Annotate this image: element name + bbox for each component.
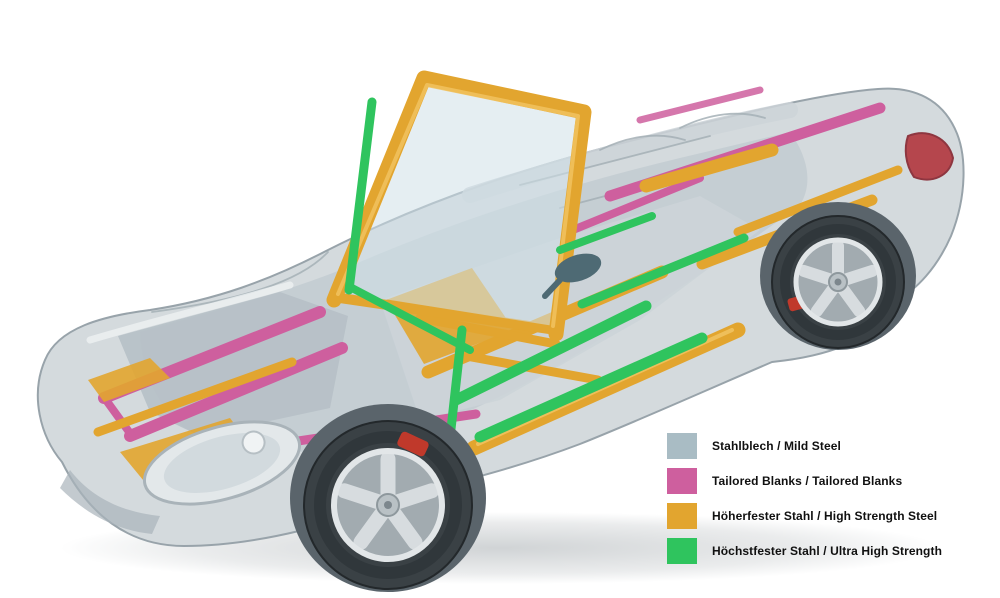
tail-light: [904, 132, 955, 181]
legend-swatch: [666, 538, 697, 564]
windshield: [326, 70, 592, 342]
legend-item-ultra-high-strength: Höchstfester Stahl / Ultra High Strength: [666, 538, 942, 564]
front-wheel: [290, 404, 486, 592]
legend-item-tailored-blanks: Tailored Blanks / Tailored Blanks: [666, 468, 942, 494]
brake-caliper: [397, 431, 429, 457]
side-mirror: [542, 253, 602, 299]
legend-swatch: [666, 468, 697, 494]
legend-item-mild-steel: Stahlblech / Mild Steel: [666, 433, 942, 459]
materials-legend: Stahlblech / Mild Steel Tailored Blanks …: [666, 433, 942, 564]
legend-label: Stahlblech / Mild Steel: [711, 439, 841, 453]
legend-swatch: [666, 433, 697, 459]
legend-label: Höherfester Stahl / High Strength Steel: [711, 509, 938, 523]
legend-item-high-strength-steel: Höherfester Stahl / High Strength Steel: [666, 503, 942, 529]
legend-label: Höchstfester Stahl / Ultra High Strength: [711, 544, 942, 558]
windshield-frame: [326, 70, 592, 342]
legend-label: Tailored Blanks / Tailored Blanks: [711, 474, 903, 488]
legend-swatch: [666, 503, 697, 529]
rear-wheel: [760, 202, 916, 350]
headlight: [142, 420, 302, 506]
